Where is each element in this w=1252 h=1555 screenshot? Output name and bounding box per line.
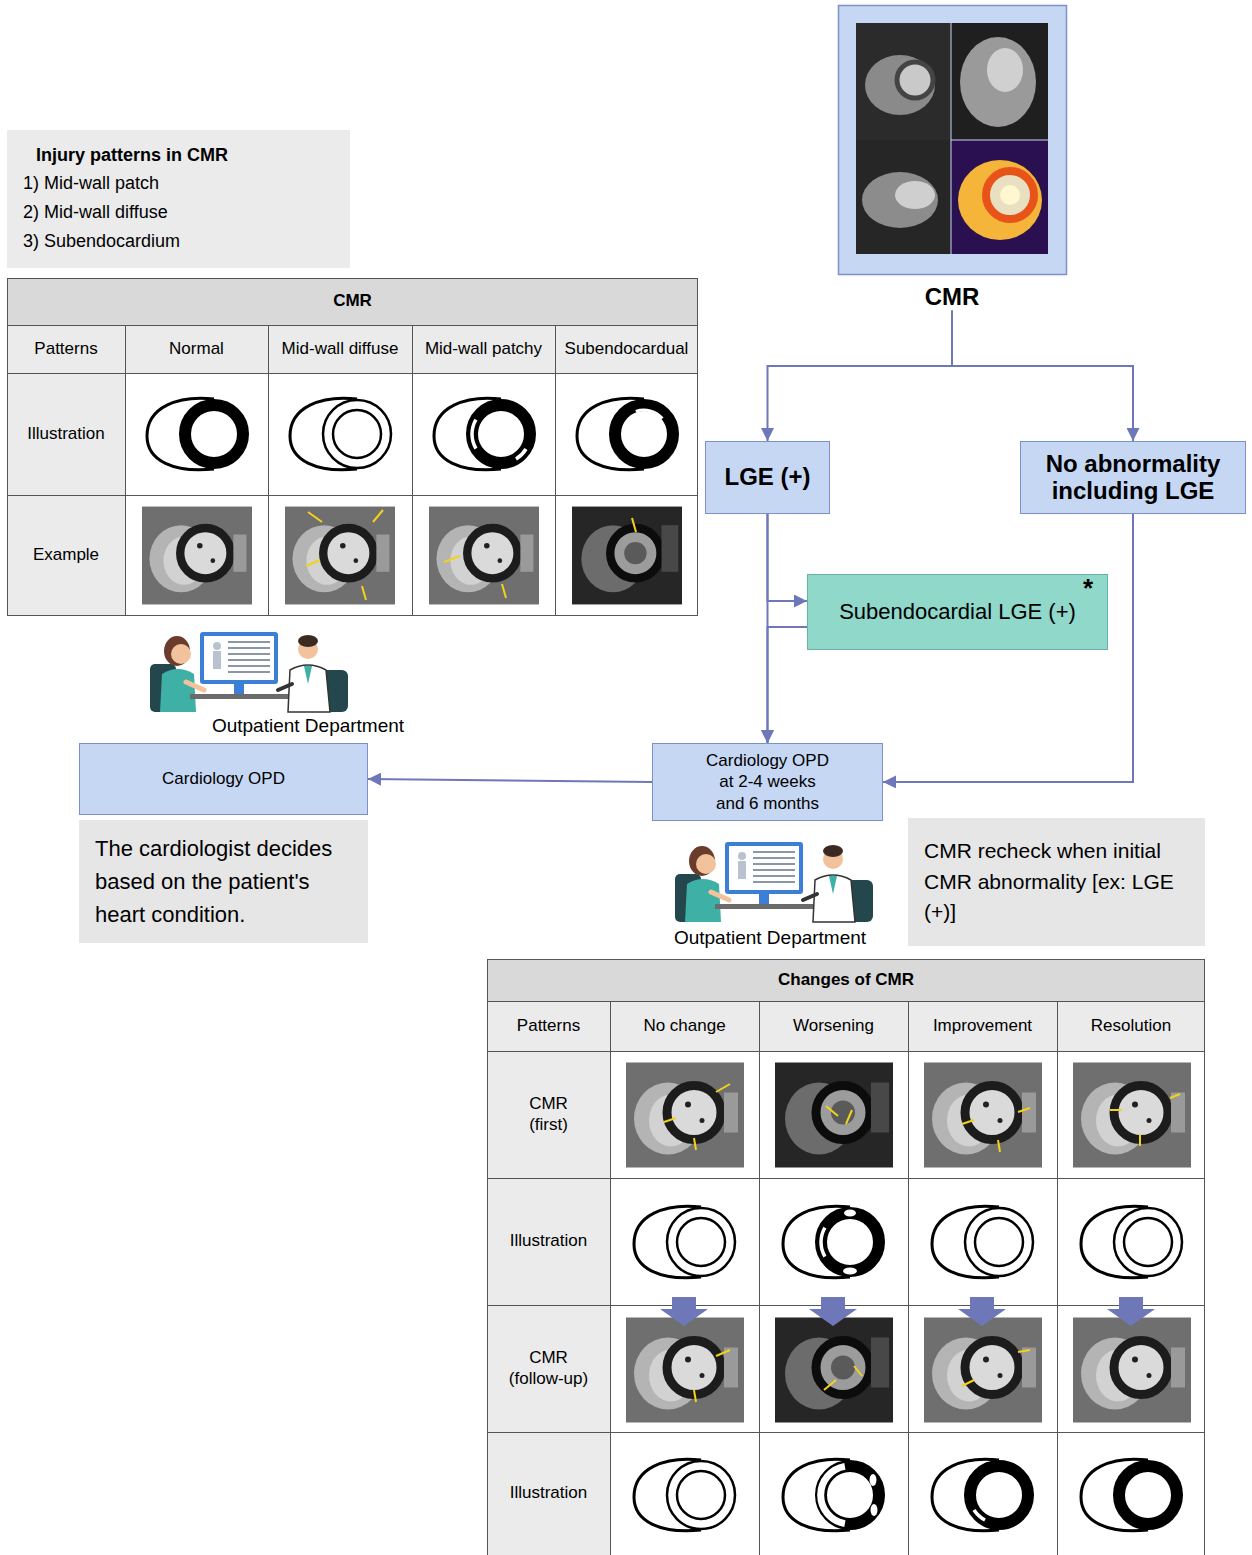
- outpatient-illustration: [150, 632, 348, 712]
- table-cell: Patterns: [7, 325, 125, 373]
- mri-followup: [626, 1318, 744, 1423]
- process-box: LGE (+): [705, 441, 830, 514]
- node-text: 2) Mid-wall diffuse: [23, 198, 334, 227]
- heart-illustration: [932, 1206, 1033, 1278]
- node-text: 3) Subendocardium: [23, 227, 334, 256]
- table-cell: Changes of CMR: [487, 959, 1205, 1001]
- table-cell: Illustration: [487, 1432, 610, 1555]
- table-cell: CMR: [7, 278, 698, 325]
- heart-illustration: [147, 398, 243, 470]
- heart-illustration: [783, 1459, 879, 1531]
- mri-example: [429, 507, 539, 605]
- table-cell: Subendocardual: [555, 325, 698, 373]
- heart-illustration: [1081, 1206, 1182, 1278]
- mri-example: [142, 507, 252, 605]
- table-cell: Improvement: [908, 1001, 1057, 1051]
- heart-illustration: [932, 1459, 1028, 1531]
- table-cell: Mid-wall diffuse: [268, 325, 412, 373]
- changes-table: [488, 960, 1205, 1555]
- mri-first: [1073, 1063, 1191, 1168]
- flow-connector: [368, 779, 652, 782]
- cmr-image: [839, 6, 1067, 275]
- process-box: No abnormality including LGE: [1020, 441, 1246, 514]
- flow-connector: [768, 310, 953, 441]
- node-text: LGE (+): [724, 464, 810, 490]
- note-box: CMR recheck when initial CMR abnormality…: [908, 818, 1205, 946]
- table-cell: Illustration: [487, 1178, 610, 1305]
- table-cell: Worsening: [759, 1001, 908, 1051]
- heart-illustration: [634, 1206, 735, 1278]
- process-box: Subendocardial LGE (+) *: [807, 574, 1108, 650]
- node-text: No abnormality including LGE: [1031, 451, 1235, 504]
- table-cell: CMR (follow-up): [487, 1305, 610, 1432]
- mri-followup: [775, 1318, 893, 1423]
- table-cell: Normal: [125, 325, 268, 373]
- table-cell: Illustration: [7, 373, 125, 495]
- table-cell: Resolution: [1057, 1001, 1205, 1051]
- mri-example: [572, 507, 682, 605]
- caption-label: Outpatient Department: [652, 926, 888, 951]
- outpatient-illustration: [675, 842, 873, 922]
- table-cell: No change: [610, 1001, 759, 1051]
- note-box: Injury patterns in CMR1) Mid-wall patch2…: [7, 130, 350, 268]
- node-text: CMR recheck when initial CMR abnormality…: [924, 836, 1189, 927]
- heart-illustration: [577, 398, 673, 470]
- node-text: 1) Mid-wall patch: [23, 169, 334, 198]
- table-cell: Mid-wall patchy: [412, 325, 555, 373]
- node-text: Subendocardial LGE (+): [839, 599, 1076, 625]
- node-text: Cardiology OPD at 2-4 weeks and 6 months: [704, 750, 832, 814]
- table-cell: Example: [7, 495, 125, 616]
- heart-illustration: [783, 1206, 879, 1278]
- mri-followup: [924, 1318, 1042, 1423]
- table-cell: CMR (first): [487, 1051, 610, 1178]
- table-cell: Patterns: [487, 1001, 610, 1051]
- heart-illustration: [290, 398, 391, 470]
- node-text: The cardiologist decides based on the pa…: [95, 832, 352, 931]
- change-arrow: [660, 1297, 1155, 1326]
- mri-followup: [1073, 1318, 1191, 1423]
- mri-first: [775, 1063, 893, 1168]
- mri-first: [924, 1063, 1042, 1168]
- node-text: Cardiology OPD: [162, 768, 285, 789]
- mri-example: [285, 507, 395, 605]
- node-text: CMR: [925, 284, 980, 310]
- flow-connector: [768, 514, 808, 601]
- heart-illustration: [434, 398, 530, 470]
- cmr-pattern-table: [8, 279, 698, 616]
- heart-illustration: [634, 1459, 735, 1531]
- flow-connector: [952, 310, 1133, 441]
- process-box: Cardiology OPD: [79, 743, 368, 815]
- caption-label: Outpatient Department: [186, 714, 430, 739]
- flow-connector: [767, 514, 769, 743]
- note-box: The cardiologist decides based on the pa…: [79, 820, 368, 943]
- heart-illustration: [1081, 1459, 1177, 1531]
- mri-first: [626, 1063, 744, 1168]
- process-box: Cardiology OPD at 2-4 weeks and 6 months: [652, 743, 883, 821]
- image-node: CMR: [838, 5, 1066, 310]
- node-text: Injury patterns in CMR: [23, 142, 334, 169]
- flow-connector: [768, 627, 808, 743]
- node-text: *: [1083, 575, 1093, 601]
